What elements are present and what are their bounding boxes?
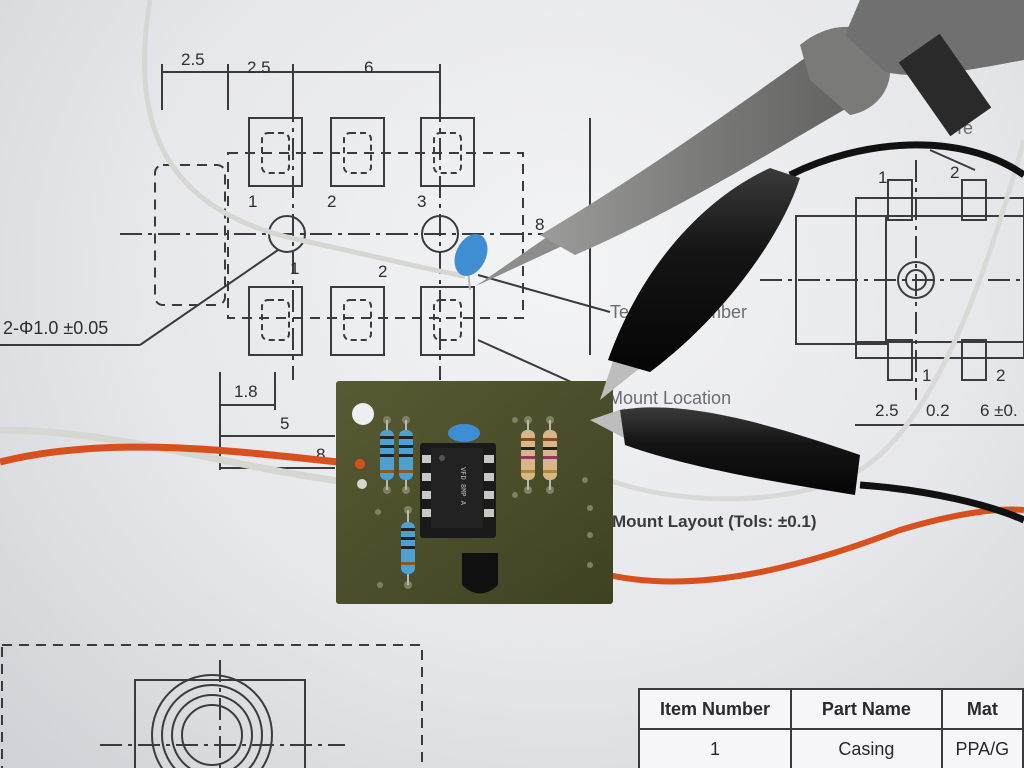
hole-label-2: 2 <box>378 262 388 281</box>
col-material: Mat <box>940 688 1024 730</box>
resistor-blue-1 <box>380 420 394 490</box>
right-dim-6: 6 ±0. <box>980 401 1018 420</box>
dim-8-lower: 8 <box>316 445 326 464</box>
right-dim-0-2: 0.2 <box>926 401 950 420</box>
parts-table-header: Item Number Part Name Mat <box>637 688 1024 730</box>
capacitor-board <box>448 424 480 442</box>
capacitor-loose <box>454 234 488 276</box>
pin-label-2: 2 <box>327 192 337 211</box>
col-item-number: Item Number <box>637 688 793 730</box>
dim-8: 8 <box>535 215 545 234</box>
black-wire-top <box>788 141 1024 179</box>
right-pin-1-lower: 1 <box>922 366 932 385</box>
transistor <box>462 553 498 594</box>
pin-label-3: 3 <box>417 192 427 211</box>
right-dim-2-5: 2.5 <box>875 401 899 420</box>
dim-5: 5 <box>280 414 290 433</box>
resistor-blue-3 <box>401 510 415 585</box>
dim-2-5-a: 2.5 <box>181 50 205 69</box>
resistor-tan-2 <box>543 420 557 490</box>
right-pin-1: 1 <box>878 168 888 187</box>
oscilloscope-probe <box>476 0 1024 286</box>
alligator-clip-upper <box>600 168 800 400</box>
mount-location-caption: Mount Location <box>608 388 732 408</box>
resistor-tan-1 <box>521 420 535 490</box>
hole-spec: 2-Φ1.0 ±0.05 <box>3 318 109 338</box>
orange-wire-right <box>595 506 1024 585</box>
ic-pins <box>422 455 494 517</box>
dim-2-5-b: 2.5 <box>247 58 271 77</box>
white-wire-top <box>142 0 466 279</box>
white-wire-right <box>594 139 1024 502</box>
resistor-blue-2 <box>399 420 413 490</box>
pin-label-1: 1 <box>248 192 258 211</box>
mount-layout-caption: Mount Layout (Tols: ±0.1) <box>612 512 817 531</box>
orange-wire-left <box>0 443 361 468</box>
dim-6: 6 <box>364 58 374 77</box>
col-part-name: Part Name <box>790 688 943 730</box>
black-wire-right <box>859 481 1024 524</box>
right-pin-2: 2 <box>950 163 960 182</box>
parts-table: Item Number Part Name Mat 1 Casing PPA/G <box>637 688 1024 768</box>
alligator-clip-lower <box>590 407 860 495</box>
hole-label-1: 1 <box>290 259 300 278</box>
right-pin-2-lower: 2 <box>996 366 1006 385</box>
ic-chip <box>431 448 483 528</box>
table-row: 1 Casing PPA/G <box>637 728 1024 768</box>
white-wire-left <box>0 426 363 488</box>
dim-1-8: 1.8 <box>234 382 258 401</box>
ic-marking: VFD 8MP A <box>457 467 466 505</box>
